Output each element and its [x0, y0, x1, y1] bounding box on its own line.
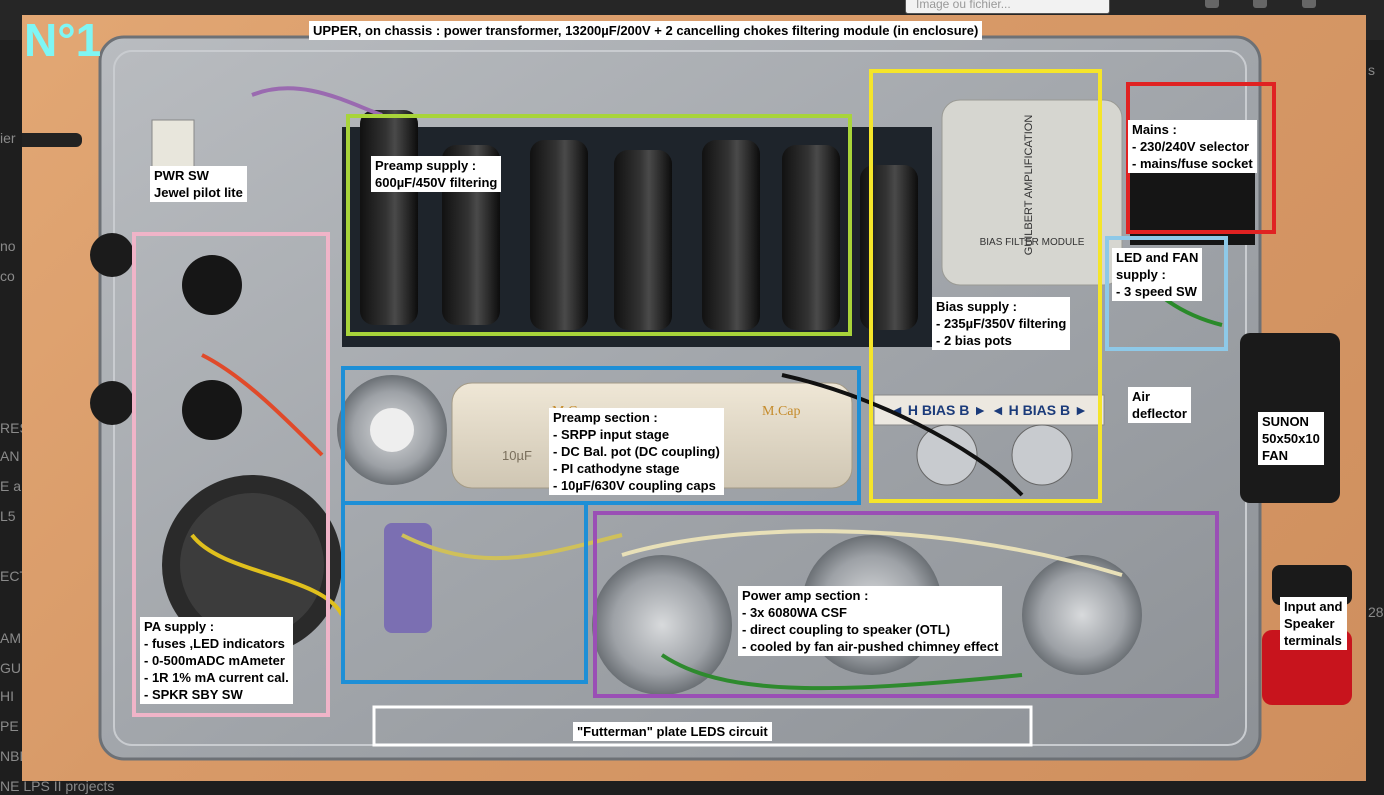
background-text: ier — [0, 130, 16, 146]
label-air-deflector: Air deflector — [1128, 387, 1191, 423]
background-text: PE — [0, 718, 19, 734]
label-pa-supply: PA supply : - fuses ,LED indicators - 0-… — [140, 617, 293, 704]
label-sunon-fan: SUNON 50x50x10 FAN — [1258, 412, 1324, 465]
mail-icon[interactable] — [1253, 0, 1267, 8]
label-led-fan: LED and FAN supply : - 3 speed SW — [1112, 248, 1203, 301]
label-input-speaker: Input and Speaker terminals — [1280, 597, 1347, 650]
bias-plate-text: ◄ H BIAS B ► ◄ H BIAS B ► — [890, 402, 1088, 418]
label-power-amp: Power amp section : - 3x 6080WA CSF - di… — [738, 586, 1003, 656]
preamp-supply-box — [346, 114, 852, 336]
pa-supply-box — [132, 232, 330, 717]
label-bias-supply: Bias supply : - 235µF/350V filtering - 2… — [932, 297, 1071, 350]
background-text: GU — [0, 660, 21, 676]
cap-brand-text-2: M.Cap — [762, 404, 801, 419]
preamp-section-box-top — [341, 366, 861, 505]
label-preamp-supply: Preamp supply : 600µF/450V filtering — [371, 156, 502, 192]
background-text: NE LPS II projects — [0, 778, 115, 794]
background-text: no — [0, 238, 16, 254]
search-input[interactable]: Image ou fichier... — [905, 0, 1110, 14]
led-fan-box — [1105, 236, 1228, 351]
bias-filter-text: BIAS FILTER MODULE — [980, 237, 1085, 248]
background-text: AN — [0, 448, 20, 464]
cap-rating-text: 10µF — [502, 448, 532, 463]
background-text: co — [0, 268, 15, 284]
label-mains: Mains : - 230/240V selector - mains/fuse… — [1128, 120, 1257, 173]
background-text: ECT — [0, 568, 28, 584]
background-text: L5 — [0, 508, 16, 524]
background-text: RES — [0, 420, 29, 436]
filter-module-text: GUILBERT AMPLIFICATION — [1023, 115, 1035, 256]
background-text: 28 — [1368, 604, 1384, 620]
chassis-photo[interactable]: GUILBERT AMPLIFICATION BIAS FILTER MODUL… — [22, 15, 1366, 781]
background-text: AM — [0, 630, 21, 646]
bias-supply-box — [869, 69, 1102, 503]
label-pwr-sw: PWR SW Jewel pilot lite — [150, 166, 247, 202]
background-text: s — [1368, 62, 1375, 78]
background-text: HI — [0, 688, 14, 704]
photo-number: N°1 — [24, 15, 102, 66]
background-text: E a — [0, 478, 22, 494]
futterman-box — [372, 705, 1033, 747]
background-text: NBE — [0, 748, 29, 764]
label-futterman: "Futterman" plate LEDS circuit — [573, 722, 772, 741]
grid-icon[interactable] — [1205, 0, 1219, 8]
power-amp-box — [593, 511, 1219, 698]
bell-icon[interactable] — [1302, 0, 1316, 8]
preamp-section-box-bottom — [341, 503, 588, 684]
photo-title: UPPER, on chassis : power transformer, 1… — [309, 21, 983, 40]
label-preamp-section: Preamp section : - SRPP input stage - DC… — [549, 408, 724, 495]
